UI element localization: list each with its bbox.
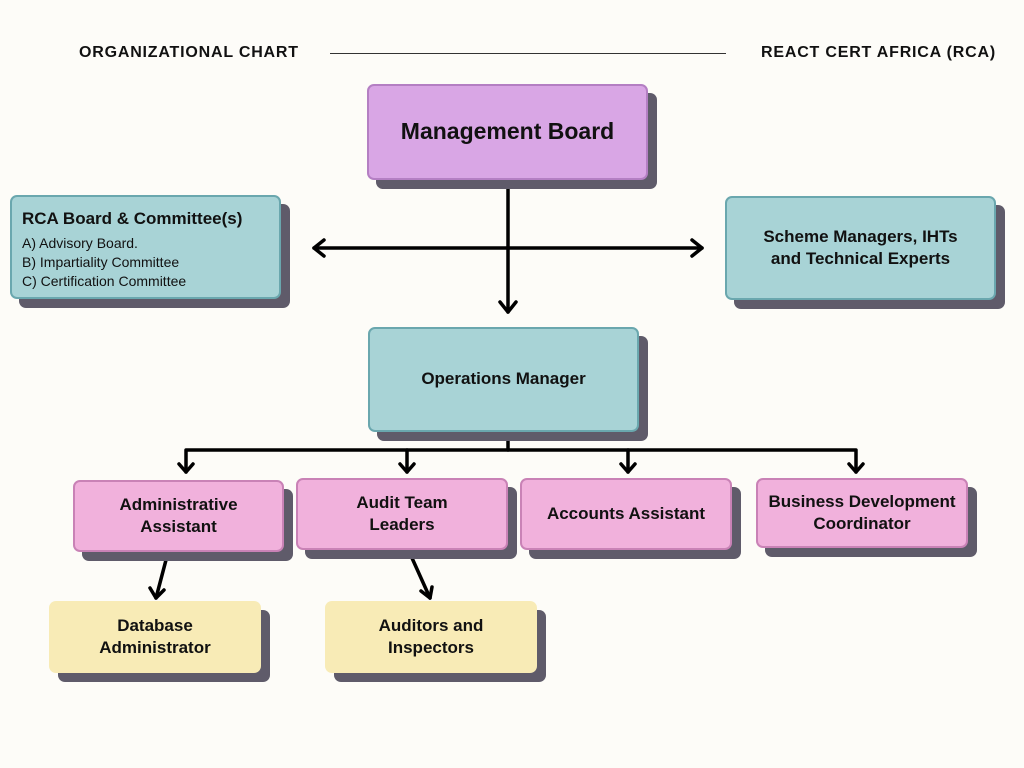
operations-manager-box: Operations Manager [368, 327, 639, 432]
arrowhead-audit [398, 462, 416, 474]
auditors-inspectors-box: Auditors and Inspectors [325, 601, 537, 673]
business-development-box: Business Development Coordinator [756, 478, 968, 548]
operations-manager-label: Operations Manager [421, 369, 586, 389]
management-board-label: Management Board [400, 118, 615, 145]
arrowhead-admin [177, 462, 195, 474]
rca-board-item: C) Certification Committee [22, 273, 187, 290]
organization-name: REACT CERT AFRICA (RCA) [761, 44, 996, 61]
scheme-managers-label: Scheme Managers, IHTs and Technical Expe… [763, 226, 958, 268]
administrative-assistant-label: Administrative Assistant [119, 494, 238, 536]
rca-board-item: A) Advisory Board. [22, 235, 138, 252]
accounts-assistant-box: Accounts Assistant [520, 478, 732, 550]
database-administrator-box: Database Administrator [49, 601, 261, 673]
accounts-assistant-label: Accounts Assistant [546, 503, 706, 523]
audit-team-leaders-box: Audit Team Leaders [296, 478, 508, 550]
auditors-inspectors-label: Auditors and Inspectors [378, 615, 484, 657]
rca-board-title: RCA Board & Committee(s) [22, 209, 243, 228]
connector-audit-to-auditors [410, 556, 432, 600]
arrowhead-auditors [419, 585, 434, 600]
arrowhead-database [148, 586, 166, 600]
arrowhead-accounts [619, 462, 637, 474]
database-administrator-label: Database Administrator [99, 615, 211, 657]
scheme-managers-box: Scheme Managers, IHTs and Technical Expe… [725, 196, 996, 300]
rca-board-box: RCA Board & Committee(s) A) Advisory Boa… [10, 195, 281, 299]
arrowhead-operations [498, 300, 518, 314]
arrowhead-business [847, 462, 865, 474]
administrative-assistant-box: Administrative Assistant [73, 480, 284, 552]
arrowhead-right [690, 238, 704, 258]
management-board-box: Management Board [367, 84, 648, 180]
staff-bus [184, 448, 858, 474]
header-divider [330, 53, 726, 54]
rca-board-item: B) Impartiality Committee [22, 254, 180, 271]
arrowhead-left [312, 238, 326, 258]
business-development-label: Business Development Coordinator [768, 491, 956, 533]
chart-heading: ORGANIZATIONAL CHART [79, 44, 299, 61]
audit-team-leaders-label: Audit Team Leaders [356, 492, 448, 534]
connector-admin-to-database [154, 558, 168, 600]
